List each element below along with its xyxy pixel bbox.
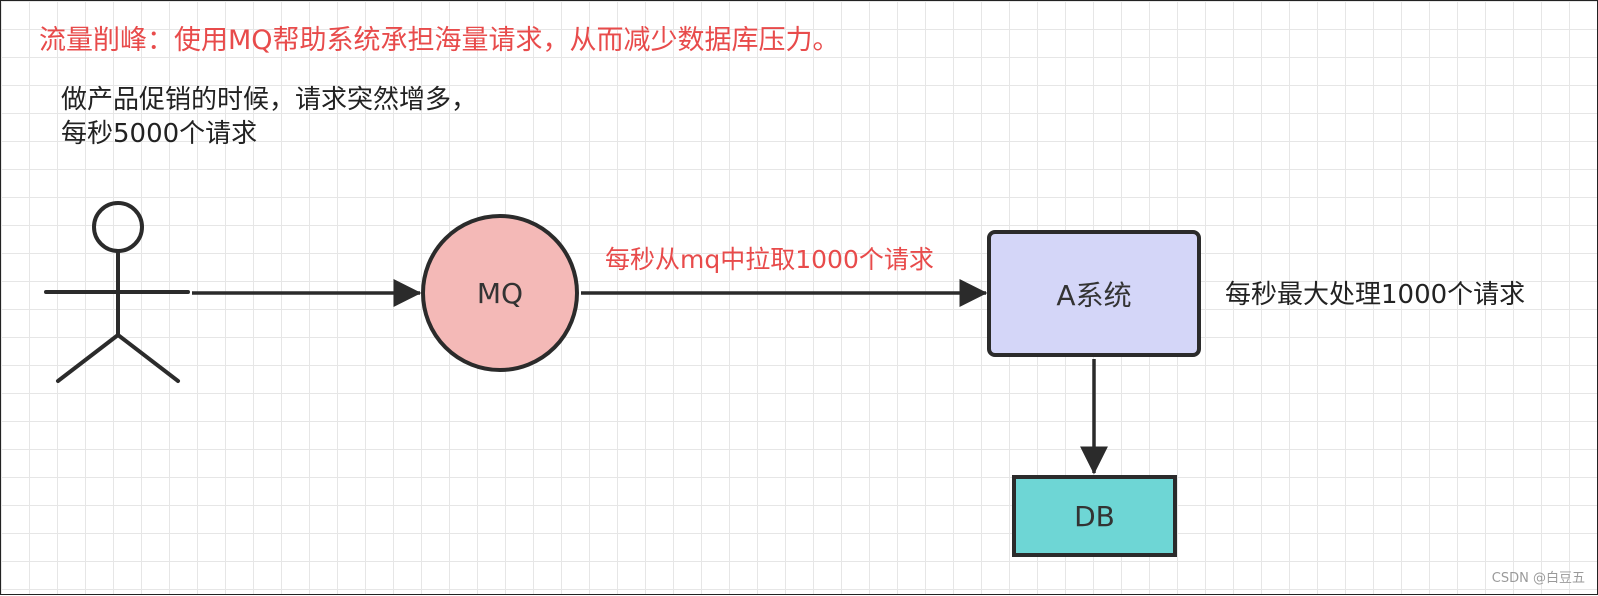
capacity-note: 每秒最大处理1000个请求 <box>1225 280 1526 310</box>
scenario-line-2: 每秒5000个请求 <box>61 119 258 149</box>
system-a-node: A系统 <box>987 230 1201 357</box>
mq-node: MQ <box>421 214 579 372</box>
diagram-title: 流量削峰：使用MQ帮助系统承担海量请求，从而减少数据库压力。 <box>39 25 840 56</box>
watermark: CSDN @白豆五 <box>1491 571 1585 586</box>
stick-figure-icon <box>44 201 190 383</box>
pull-rate-label: 每秒从mq中拉取1000个请求 <box>605 245 934 274</box>
db-node: DB <box>1012 475 1177 557</box>
scenario-line-1: 做产品促销的时候，请求突然增多， <box>61 85 478 115</box>
scenario-description: 做产品促销的时候，请求突然增多， 每秒5000个请求 <box>61 83 477 151</box>
